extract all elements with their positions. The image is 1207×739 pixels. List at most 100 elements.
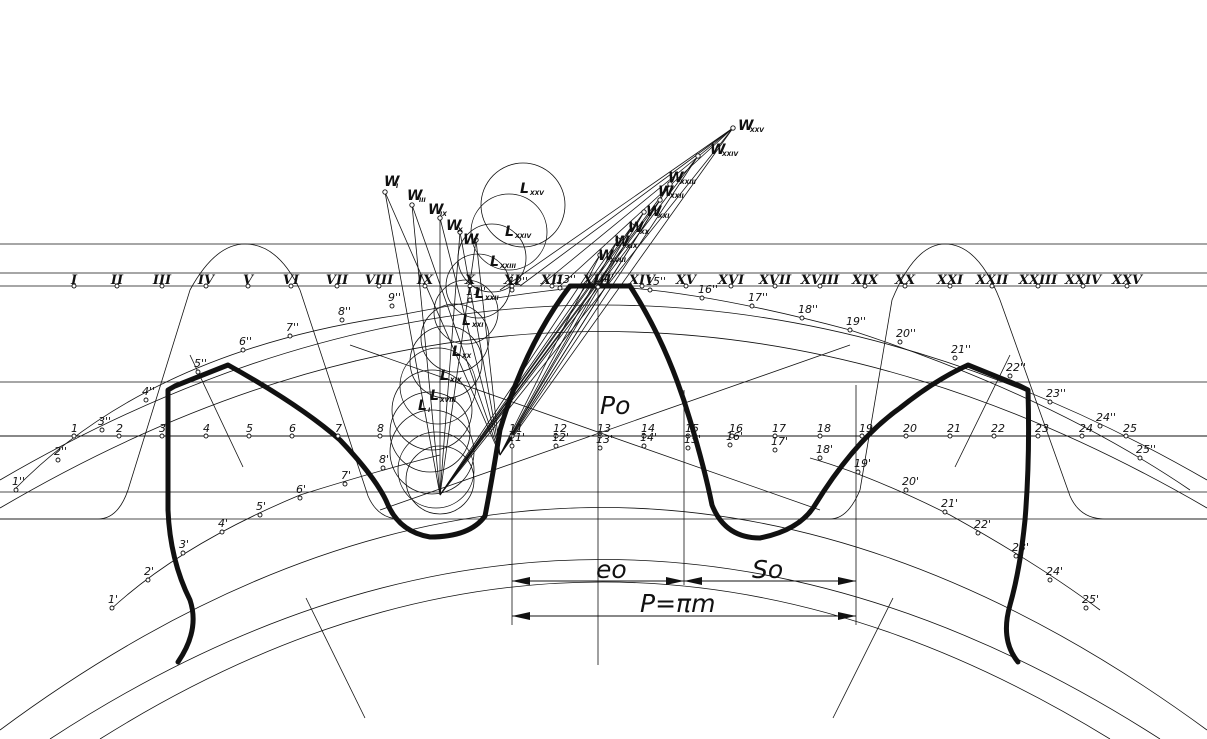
roman-label: XII <box>540 273 564 288</box>
row-point <box>1079 433 1085 439</box>
w-label-sub: XXIII <box>679 179 697 186</box>
w-label: W <box>628 220 644 236</box>
fan-line <box>439 183 671 496</box>
roman-label: XXV <box>1111 273 1144 288</box>
upper-prime-point <box>847 327 853 333</box>
row-number: 7 <box>335 422 342 435</box>
upper-prime-label: 24'' <box>1096 411 1116 424</box>
lower-prime-label: 12' <box>552 431 569 444</box>
row-point <box>71 433 77 439</box>
roman-label: VI <box>283 273 300 288</box>
row-point <box>772 433 778 439</box>
upper-prime-label: 11'' <box>466 285 486 298</box>
w-label: W <box>407 188 423 204</box>
w-label-sub: XXIV <box>721 151 739 158</box>
w-label: W <box>428 202 444 218</box>
row-number: 8 <box>377 422 384 435</box>
w-label-sub: XXI <box>657 213 670 220</box>
w-label-sub: X <box>457 227 463 234</box>
lower-prime-label: 14' <box>640 431 657 444</box>
roman-label: XXIII <box>1018 273 1058 288</box>
lower-prime-point <box>903 487 909 493</box>
fan-line <box>411 204 441 496</box>
lower-prime-label: 15' <box>684 433 701 446</box>
row-number: 18 <box>817 422 831 435</box>
dimension-arrows <box>512 577 856 620</box>
fan-line <box>539 127 734 287</box>
w-label-sub: XX <box>639 229 650 236</box>
l-label: L <box>452 344 461 360</box>
roman-point <box>683 283 689 289</box>
upper-prime-point <box>389 303 395 309</box>
row-number: 23 <box>1035 422 1049 435</box>
fan-line <box>439 155 699 496</box>
upper-prime-label: 21'' <box>951 343 971 356</box>
lower-prime-point <box>509 443 515 449</box>
l-label-sub: XX <box>461 353 472 360</box>
row-number: 25 <box>1123 422 1137 435</box>
w-fan-lines <box>384 127 734 496</box>
fan-line <box>499 155 699 456</box>
upper-prime-point <box>749 303 755 309</box>
upper-prime-point <box>55 457 61 463</box>
row-point <box>597 433 603 439</box>
upper-prime-point <box>1047 399 1053 405</box>
lower-prime-point <box>297 495 303 501</box>
lower-prime-label: 8' <box>379 453 389 466</box>
upper-prime-label: 1'' <box>12 475 25 488</box>
roman-point <box>549 283 555 289</box>
roman-point <box>422 283 428 289</box>
w-label: W <box>614 234 630 250</box>
upper-prime-label: 8'' <box>338 305 351 318</box>
roman-label: I <box>70 273 78 288</box>
w-point <box>629 223 635 229</box>
tooth-thickness-label: So <box>752 555 783 584</box>
roman-label: XVI <box>717 273 745 288</box>
roman-label: XXIV <box>1064 273 1103 288</box>
lower-prime-point <box>257 512 263 518</box>
lower-prime-label: 25' <box>1082 593 1099 606</box>
row-point <box>991 433 997 439</box>
row-number: 21 <box>947 422 961 435</box>
upper-prime-label: 12'' <box>508 275 528 288</box>
upper-prime-label: 20'' <box>896 327 916 340</box>
row-point <box>1123 433 1129 439</box>
w-label: W <box>658 184 674 200</box>
row-point <box>903 433 909 439</box>
w-point <box>597 252 603 258</box>
row-number: 11 <box>509 422 523 435</box>
roman-label: II <box>110 273 124 288</box>
roman-label: XXI <box>936 273 964 288</box>
space-width-label: eo <box>596 555 627 584</box>
pitch-point-label: Po <box>600 391 630 420</box>
row-number: 6 <box>289 422 296 435</box>
upper-prime-point <box>1137 455 1143 461</box>
upper-prime-label: 23'' <box>1046 387 1066 400</box>
rolling-circle <box>389 391 471 473</box>
rack-tool-outline <box>0 243 1207 520</box>
roman-label: XXII <box>975 273 1009 288</box>
rolling-circle <box>433 279 499 345</box>
row-point <box>553 433 559 439</box>
w-label-sub: XXV <box>749 127 765 134</box>
lower-prime-label: 20' <box>902 475 919 488</box>
lower-prime-label: 18' <box>816 443 833 456</box>
l-label: L <box>440 368 449 384</box>
row-point <box>335 433 341 439</box>
lower-prime-point <box>641 443 647 449</box>
upper-prime-point <box>195 369 201 375</box>
lower-prime-point <box>597 445 603 451</box>
w-label-sub: XIX <box>625 243 638 250</box>
lower-prime-point <box>180 550 186 556</box>
row-point <box>859 433 865 439</box>
fan-line <box>499 127 734 291</box>
w-point <box>457 229 463 235</box>
row-point <box>116 433 122 439</box>
roman-label: VII <box>326 273 349 288</box>
upper-prime-point <box>952 355 958 361</box>
l-label-sub: XIX <box>449 377 462 384</box>
roman-label: XIX <box>851 273 879 288</box>
fan-line <box>439 239 619 496</box>
w-point <box>641 209 647 215</box>
